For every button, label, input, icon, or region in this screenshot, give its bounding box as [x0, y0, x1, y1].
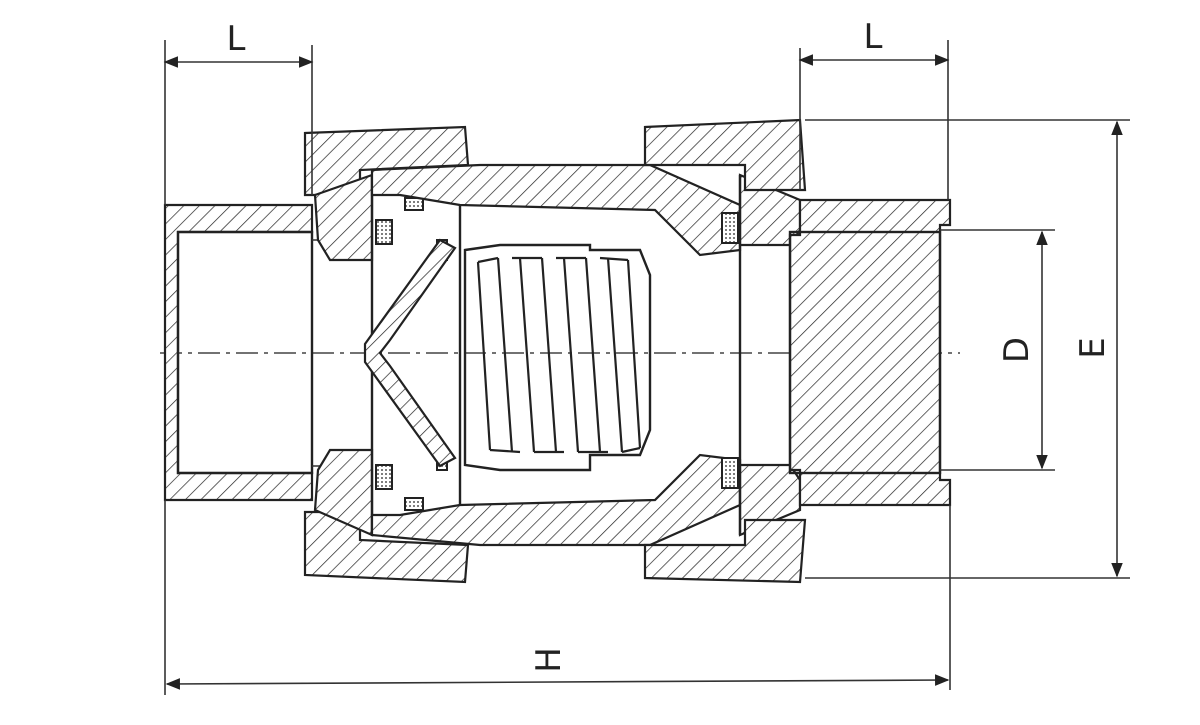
right-end-connector [738, 173, 802, 537]
seal-left-lower-outer [404, 497, 424, 511]
seal-left-upper-outer [404, 197, 424, 211]
seal-right-lower [721, 457, 739, 489]
check-disc [363, 238, 652, 472]
right-socket [788, 198, 952, 507]
dimension-left-l: L [163, 19, 314, 205]
dimension-e: E [805, 119, 1130, 579]
label-h: H [529, 647, 569, 673]
label-left-l: L [227, 19, 246, 59]
dimension-right-l: L [798, 17, 950, 200]
dimension-h: H [164, 500, 951, 695]
seal-right-upper [721, 212, 739, 244]
label-d: D [997, 337, 1037, 363]
valve-body [370, 163, 742, 547]
left-end-connector [313, 173, 374, 537]
left-union-nut [303, 125, 470, 584]
label-e: E [1073, 337, 1113, 358]
dimension-d: D [940, 229, 1055, 471]
spring [476, 256, 642, 454]
seal-left-lower-inner [375, 464, 393, 490]
seal-left-upper-inner [375, 219, 393, 245]
right-union-nut [643, 118, 807, 584]
label-right-l: L [864, 17, 883, 57]
